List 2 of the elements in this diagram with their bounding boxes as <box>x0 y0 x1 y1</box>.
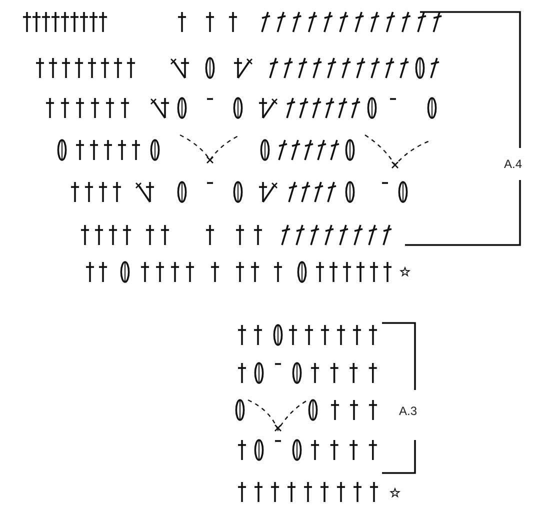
chart-label: A.4 <box>503 157 524 171</box>
chart-label: A.3 <box>398 404 418 418</box>
